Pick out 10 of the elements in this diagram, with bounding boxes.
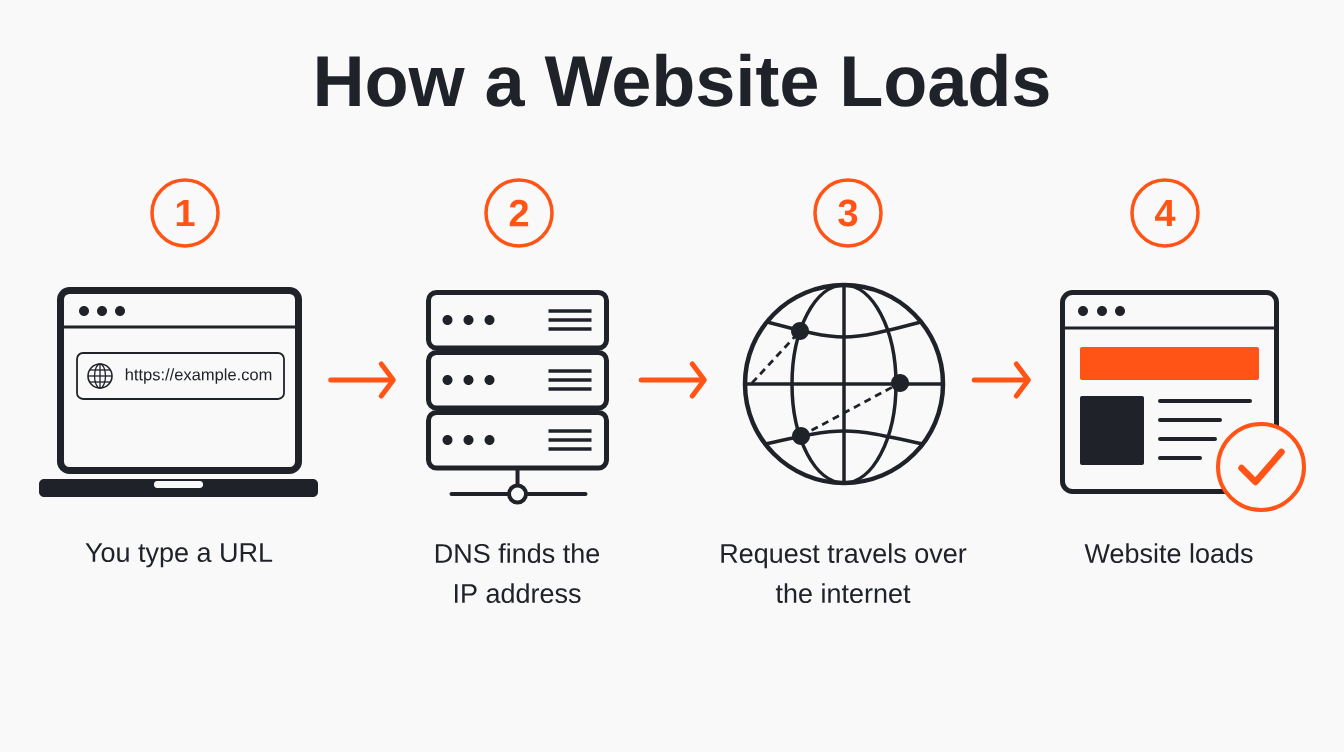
- step-caption: DNS finds the IP address: [435, 543, 600, 604]
- title: How a Website Loads: [317, 53, 1049, 107]
- server-rack-icon: [426, 290, 609, 505]
- browser-window-icon: [1060, 290, 1306, 512]
- step-caption: Website loads: [1084, 543, 1253, 564]
- laptop-icon: [39, 287, 318, 497]
- step-caption: Request travels over the internet: [721, 543, 967, 604]
- globe-network-icon: [742, 282, 946, 486]
- url-bar: https://example.com: [76, 352, 285, 400]
- step-caption: You type a URL: [85, 543, 273, 568]
